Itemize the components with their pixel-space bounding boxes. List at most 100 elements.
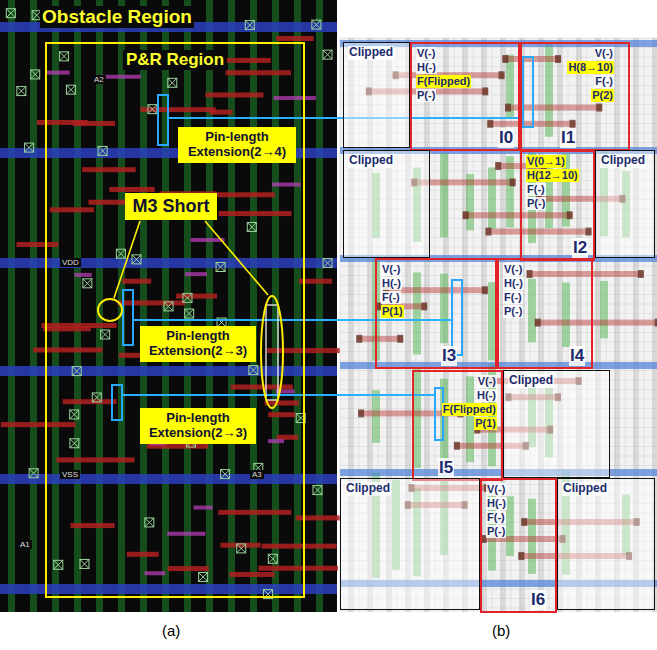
via-symbol: [164, 302, 173, 311]
rail-name: VDD: [60, 258, 81, 267]
horizontal-route: [527, 271, 644, 277]
clipped-box: Clipped: [343, 42, 410, 148]
via-symbol: [80, 559, 89, 568]
panel-tag: (b): [490, 622, 512, 639]
via-symbol: [199, 572, 208, 581]
metal1-wire: [168, 566, 209, 571]
clipped-box: Clipped: [343, 150, 430, 258]
via-symbol: [83, 279, 92, 288]
leader-line: [205, 221, 268, 295]
horizontal-route: [535, 320, 657, 326]
metal3-wire: [74, 273, 91, 277]
rail-name: VSS: [60, 470, 80, 479]
via-symbol: [72, 367, 81, 376]
metal2-track: [228, 0, 235, 612]
pin-square: [356, 335, 362, 343]
vertical-route: [528, 279, 536, 342]
attribute-text: F(-): [381, 291, 401, 304]
attribute-text: P(-): [526, 197, 546, 210]
metal3-wire: [268, 439, 284, 443]
attribute-text: P(1): [474, 417, 497, 430]
via-symbol: [25, 143, 34, 152]
leader-line: [114, 221, 140, 298]
clipped-tag: Clipped: [348, 154, 394, 168]
metal2-track: [52, 0, 59, 612]
metal1-wire: [117, 300, 185, 305]
attribute-text: V(-): [486, 483, 506, 496]
instance-label: I4: [569, 346, 585, 366]
vertical-route: [413, 368, 421, 468]
instance-box: V(-)H(-)F(-)P(1)I3: [375, 258, 497, 369]
clipped-box: Clipped: [503, 370, 610, 478]
power-rail: [0, 474, 337, 484]
pin-square: [505, 104, 511, 112]
callout-text: Pin-length Extension(2→3): [144, 411, 252, 441]
instance-box: V(-)H(8→10)F(-)P(2)I1: [520, 42, 630, 151]
metal1-wire: [229, 572, 274, 577]
via-symbol: [29, 469, 38, 478]
via-symbol: [6, 9, 15, 18]
attribute-text: P(1): [381, 305, 404, 318]
metal1-wire: [56, 457, 134, 462]
pin-highlight: [123, 290, 133, 345]
via-symbol: [54, 560, 63, 569]
instance-label: I0: [498, 128, 514, 148]
metal1-wire: [265, 400, 299, 405]
via-symbol: [268, 554, 277, 563]
attribute-text: H(-): [381, 277, 402, 290]
pin-highlight: [112, 385, 122, 420]
attribute-text: V(-): [477, 375, 497, 388]
via-symbol: [6, 9, 15, 18]
metal1-wire: [82, 167, 136, 172]
metal2-track: [8, 0, 15, 612]
pin-square: [495, 162, 501, 170]
metal3-wire: [274, 96, 316, 100]
pin-square: [555, 55, 561, 63]
vertical-route: [413, 272, 421, 354]
metal3-wire: [167, 532, 205, 536]
metal3-wire: [272, 183, 301, 187]
metal1-wire: [50, 207, 94, 212]
power-rail: [0, 366, 337, 376]
via-symbol: [245, 21, 254, 30]
short-wire: [266, 305, 278, 400]
callout-text: Pin-length Extension(2→4): [182, 130, 292, 160]
metal1-wire: [276, 36, 313, 41]
annotations: [98, 57, 533, 440]
via-symbol: [313, 486, 322, 495]
via-symbol: [70, 410, 79, 419]
via-symbol: [148, 105, 157, 114]
instance-box: V(-)H(-)F(Flipped)P(1)I5: [412, 370, 503, 481]
metal1-wire: [41, 323, 116, 328]
attribute-text: F(Flipped): [442, 403, 497, 416]
metal2-track: [206, 0, 213, 612]
vertical-route: [440, 274, 448, 344]
via-symbol: [221, 470, 230, 479]
instance-label: I1: [560, 128, 576, 148]
region-title: P&R Region: [123, 50, 227, 70]
via-symbol: [185, 309, 194, 318]
via-symbol: [312, 20, 321, 29]
via-symbol: [25, 143, 34, 152]
pin-square: [498, 71, 504, 79]
instance-box: V(-)H(-)F(-)P(-)I6: [480, 478, 557, 613]
region-title: Obstacle Region: [40, 6, 194, 28]
via-symbol: [249, 366, 258, 375]
via-symbol: [247, 222, 256, 231]
via-symbol: [168, 78, 177, 87]
via-symbol: [54, 560, 63, 569]
metal1-wire: [277, 435, 298, 440]
horizontal-route: [485, 229, 591, 235]
clipped-box: Clipped: [340, 478, 480, 610]
pin-square: [570, 120, 576, 128]
attribute-text: H(-): [476, 389, 497, 402]
metal2-track: [30, 0, 37, 612]
instance-box: V(0→1)H(12→10)F(-)P(-)I2: [520, 150, 595, 261]
pin-square: [510, 178, 516, 186]
metal3-wire: [101, 75, 141, 79]
via-symbol: [145, 518, 154, 527]
callout-text: Pin-length Extension(2→3): [144, 329, 252, 359]
metal3-wire: [185, 272, 207, 276]
clipped-tag: Clipped: [345, 482, 391, 496]
attribute-text: P(-): [503, 305, 523, 318]
